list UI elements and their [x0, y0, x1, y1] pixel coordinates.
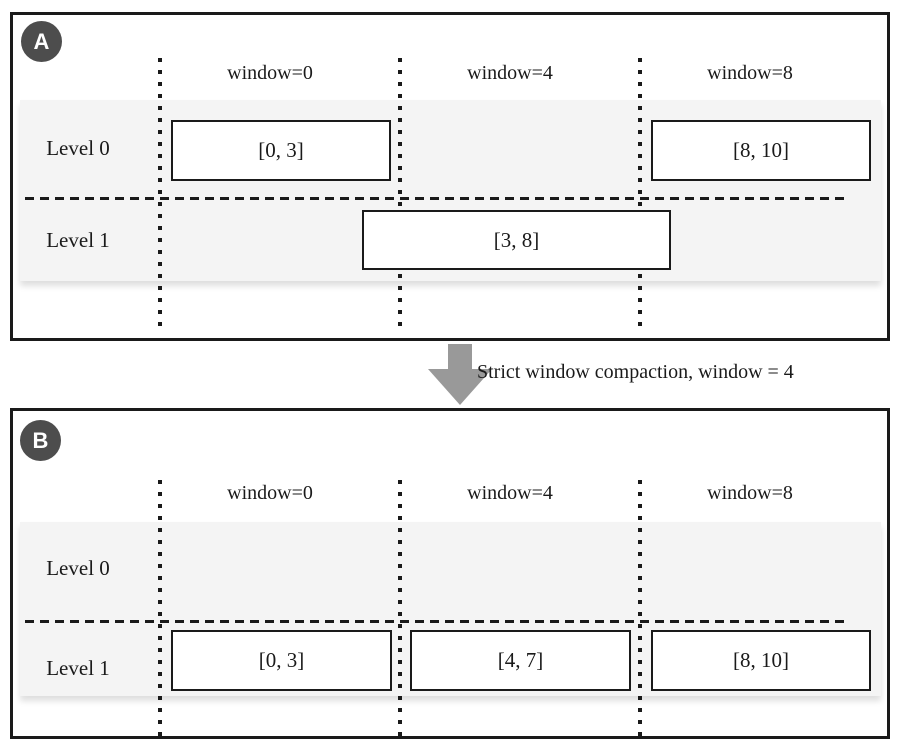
window-divider-dotted-line [398, 480, 402, 738]
column-header-window-8: window=8 [707, 62, 793, 84]
transition-caption: Strict window compaction, window = 4 [477, 361, 794, 383]
column-header-window-0: window=0 [227, 62, 313, 84]
panel-a-badge: A [21, 21, 62, 62]
panel-b-badge: B [20, 420, 61, 461]
sstable-box: [3, 8] [362, 210, 671, 270]
window-divider-dotted-line [158, 58, 162, 328]
level-divider-dashed-line [25, 197, 847, 200]
panel-a-before-compaction: A window=0 window=4 window=8 Level 0 Lev… [10, 12, 890, 341]
row-label-level-1: Level 1 [46, 228, 110, 252]
window-divider-dotted-line [638, 58, 642, 328]
row-label-level-0: Level 0 [46, 136, 110, 160]
column-header-window-4: window=4 [467, 482, 553, 504]
sstable-box: [0, 3] [171, 120, 391, 181]
level-divider-dashed-line [25, 620, 847, 623]
panel-b-after-compaction: B window=0 window=4 window=8 Level 0 Lev… [10, 408, 890, 739]
window-divider-dotted-line [638, 480, 642, 738]
column-header-window-8: window=8 [707, 482, 793, 504]
sstable-box: [0, 3] [171, 630, 392, 691]
down-arrow-icon [448, 344, 472, 370]
sstable-box: [8, 10] [651, 120, 871, 181]
down-arrow-icon [428, 369, 492, 405]
column-header-window-4: window=4 [467, 62, 553, 84]
window-divider-dotted-line [398, 58, 402, 328]
sstable-box: [4, 7] [410, 630, 631, 691]
row-label-level-0: Level 0 [46, 556, 110, 580]
window-divider-dotted-line [158, 480, 162, 738]
column-header-window-0: window=0 [227, 482, 313, 504]
sstable-box: [8, 10] [651, 630, 871, 691]
row-label-level-1: Level 1 [46, 656, 110, 680]
